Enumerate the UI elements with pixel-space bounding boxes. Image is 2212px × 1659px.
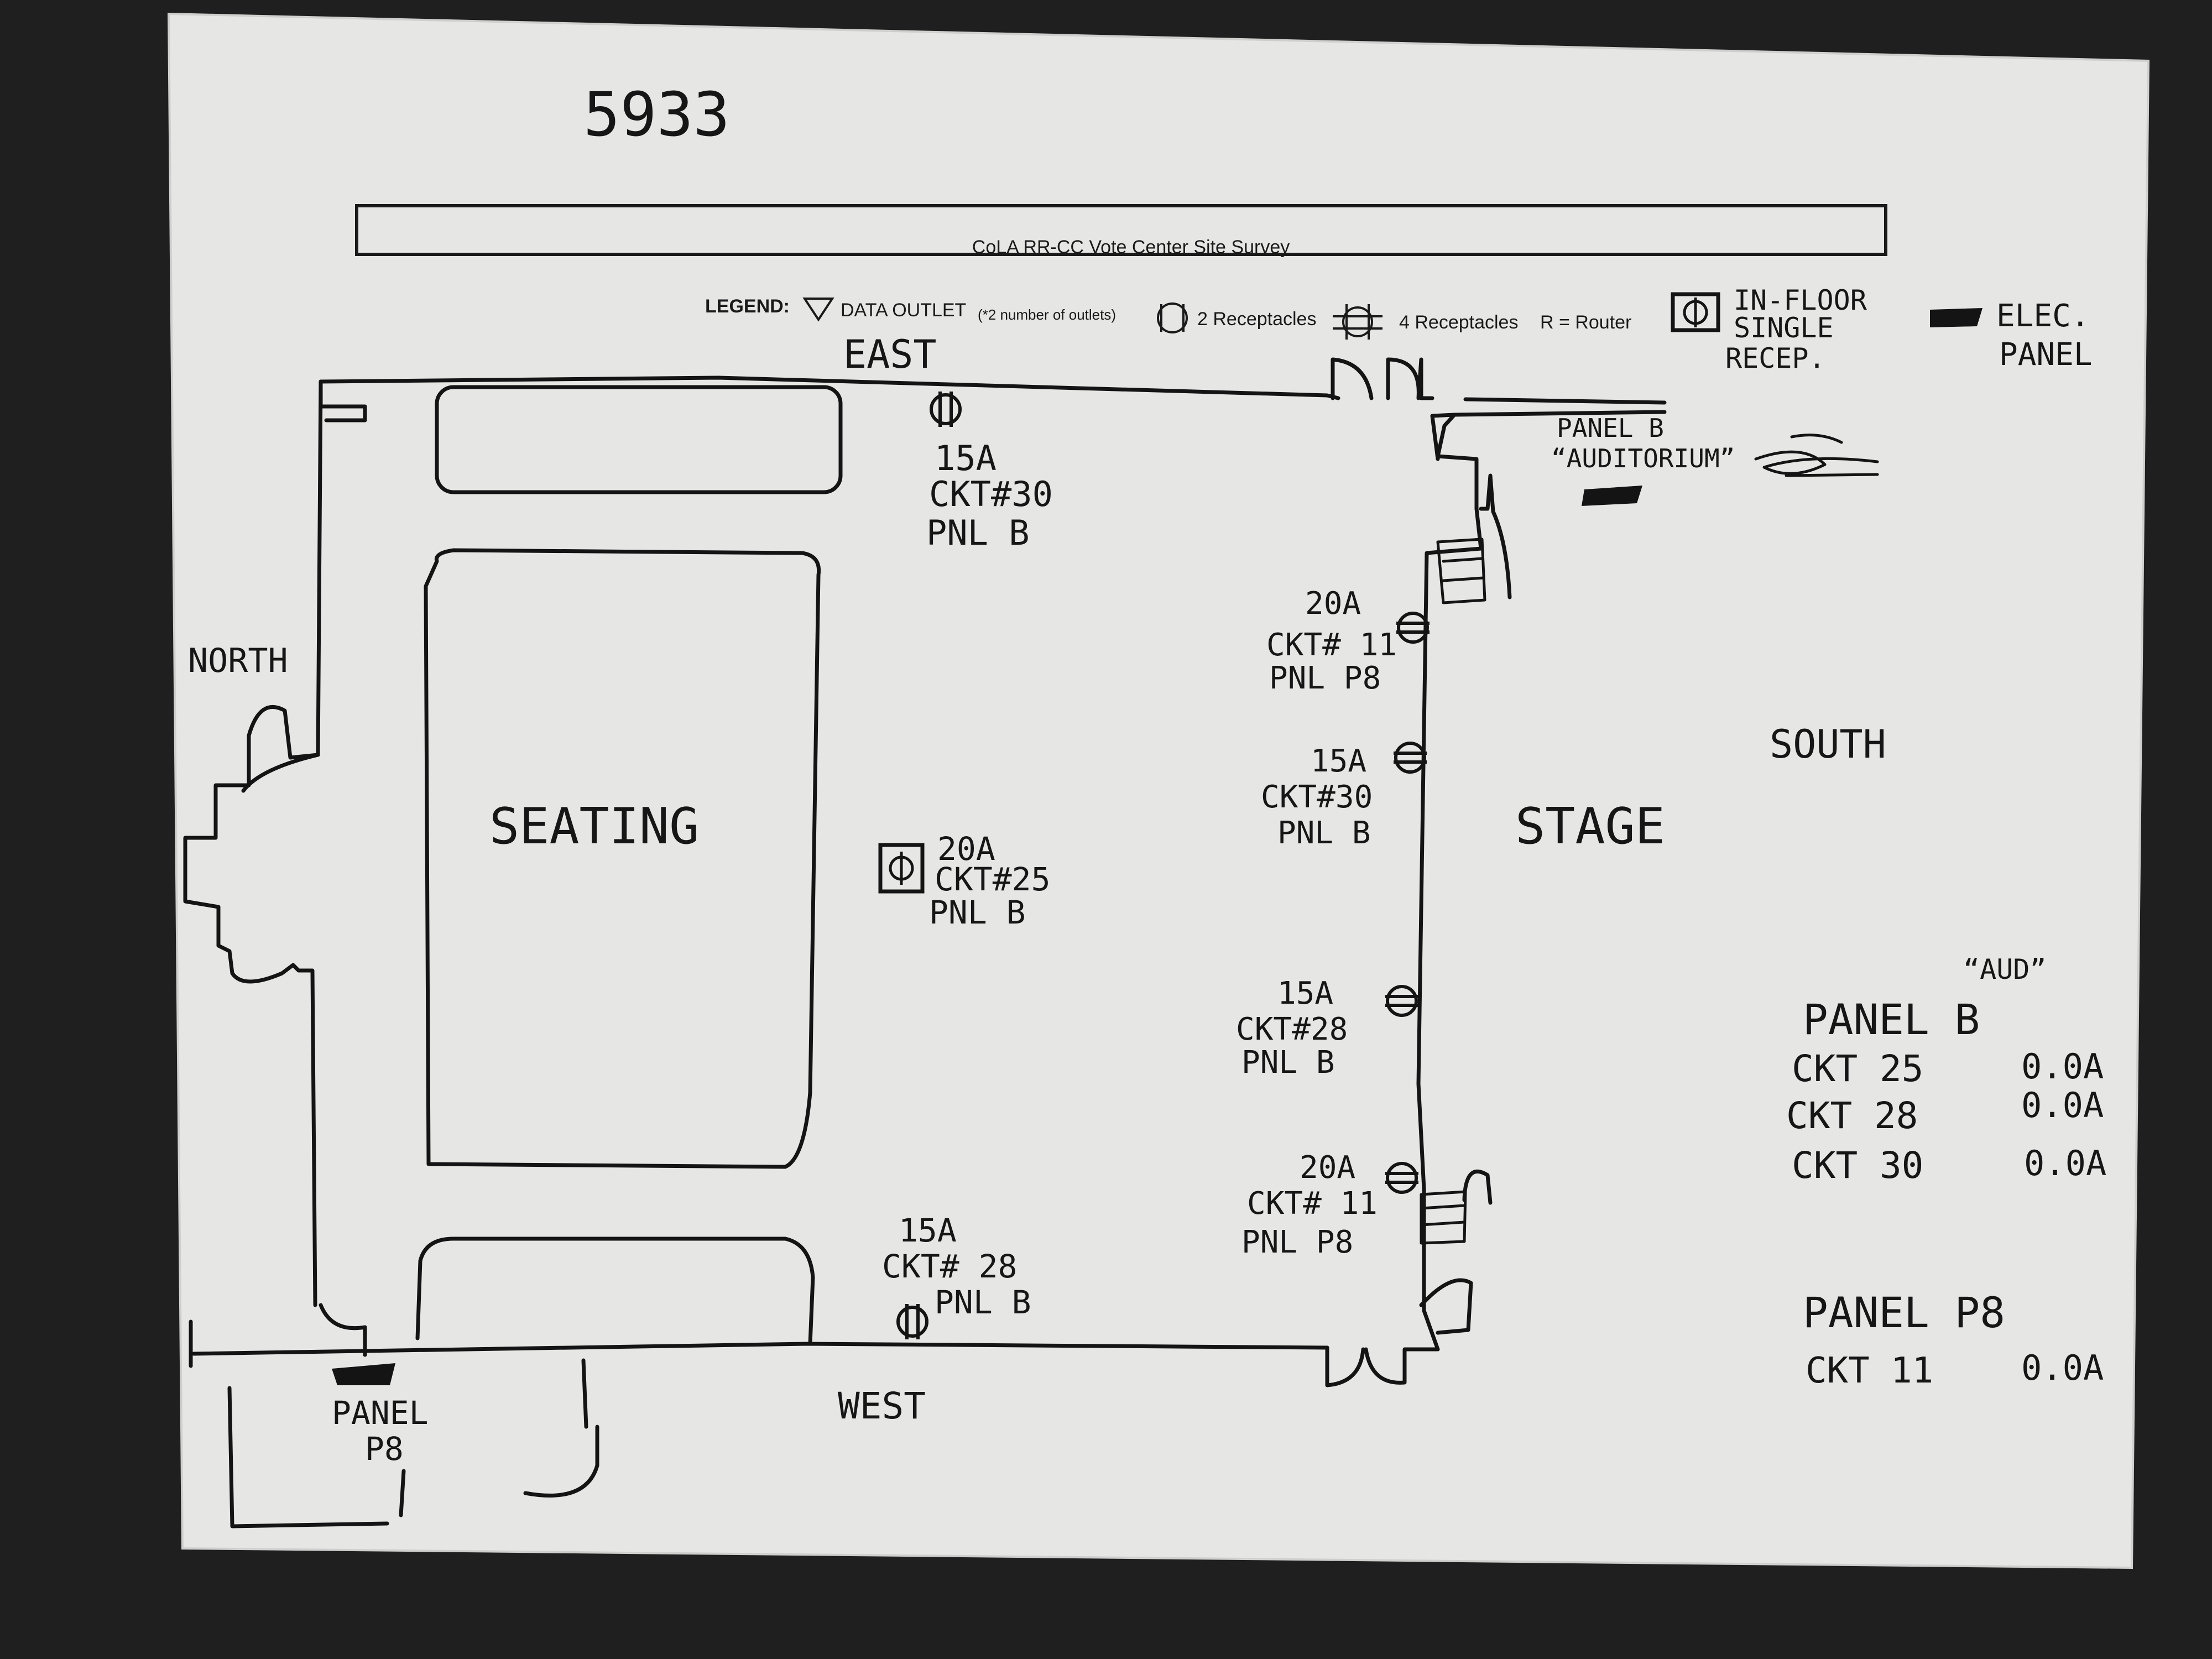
- outlet-west-wall: 15A CKT# 28 PNL B: [882, 1212, 1031, 1321]
- svg-text:0.0A: 0.0A: [2024, 1143, 2106, 1183]
- readings-panel-b: “AUD” PANEL B CKT 25 0.0A CKT 28 0.0A CK…: [1786, 953, 2106, 1187]
- svg-text:PNL B: PNL B: [935, 1284, 1031, 1321]
- four-receptacle-icon: [1396, 612, 1430, 644]
- room-stage: STAGE: [1515, 797, 1665, 855]
- svg-text:CKT# 11: CKT# 11: [1247, 1186, 1378, 1222]
- panel-b-title: PANEL B: [1803, 995, 1980, 1044]
- legend-two-receptacles: 2 Receptacles: [1197, 309, 1316, 330]
- seating-main: [424, 548, 821, 1169]
- svg-text:CKT# 11: CKT# 11: [1266, 627, 1397, 663]
- direction-east: EAST: [843, 332, 937, 377]
- legend-router: R = Router: [1540, 312, 1631, 333]
- two-receptacle-icon: [930, 392, 962, 427]
- panel-b-symbol: [1582, 486, 1642, 506]
- panel-p8-label-2: P8: [365, 1430, 404, 1468]
- two-receptacle-icon: [1157, 302, 1188, 333]
- readings-panel-p8: PANEL P8 CKT 11 0.0A: [1803, 1288, 2104, 1391]
- legend-in-floor-1: IN-FLOOR: [1734, 284, 1867, 316]
- svg-text:PNL B: PNL B: [1241, 1045, 1335, 1081]
- receptacle-symbols: [878, 392, 1430, 1339]
- west-wall: [191, 1342, 1329, 1356]
- svg-text:0.0A: 0.0A: [2021, 1046, 2104, 1087]
- panel-b-label-2: “AUDITORIUM”: [1551, 444, 1735, 473]
- outlet-floor: 20A CKT#25 PNL B: [929, 830, 1051, 931]
- outlet-east-wall: 15A CKT#30 PNL B: [926, 438, 1053, 553]
- four-receptacle-icon: [1394, 742, 1427, 774]
- svg-text:15A: 15A: [1277, 975, 1333, 1011]
- panel-b-alias: “AUD”: [1963, 953, 2047, 985]
- seating-block-bottom: [415, 1237, 815, 1346]
- svg-text:20A: 20A: [1300, 1150, 1355, 1186]
- svg-text:15A: 15A: [899, 1212, 957, 1249]
- west-door: [1325, 1345, 1440, 1387]
- legend-four-receptacles: 4 Receptacles: [1399, 312, 1518, 333]
- svg-text:PNL P8: PNL P8: [1241, 1224, 1353, 1260]
- svg-text:CKT 25: CKT 25: [1792, 1047, 1923, 1090]
- svg-text:PNL B: PNL B: [926, 513, 1030, 553]
- panel-p8-title: PANEL P8: [1803, 1288, 2005, 1337]
- svg-text:0.0A: 0.0A: [2021, 1348, 2104, 1388]
- legend-data-outlet: DATA OUTLET: [841, 300, 966, 321]
- north-wall: [183, 379, 323, 1307]
- in-floor-receptacle-icon: [878, 843, 925, 894]
- svg-text:15A: 15A: [1311, 743, 1366, 779]
- east-door: [1331, 357, 1434, 400]
- svg-text:PNL B: PNL B: [929, 894, 1026, 931]
- panel-b-label-1: PANEL B: [1557, 413, 1664, 443]
- direction-west: WEST: [838, 1385, 926, 1427]
- two-receptacle-icon: [896, 1304, 928, 1339]
- outlet-stage-4: 20A CKT# 11 PNL P8: [1241, 1150, 1378, 1260]
- panel-p8-label-1: PANEL: [332, 1394, 429, 1432]
- in-floor-receptacle-icon: [1671, 292, 1720, 332]
- stage-edge: [1416, 546, 1483, 1352]
- legend-elec-2: PANEL: [1999, 337, 2093, 373]
- svg-text:CKT 11: CKT 11: [1806, 1350, 1933, 1391]
- svg-text:20A: 20A: [937, 830, 995, 868]
- svg-text:CKT#30: CKT#30: [1261, 779, 1373, 815]
- direction-north: NORTH: [188, 641, 288, 680]
- svg-text:CKT#30: CKT#30: [929, 474, 1053, 514]
- data-outlet-triangle-icon: [802, 298, 834, 322]
- svg-text:CKT# 28: CKT# 28: [882, 1248, 1017, 1285]
- svg-text:CKT 28: CKT 28: [1786, 1094, 1918, 1137]
- legend-in-floor-3: RECEP.: [1725, 342, 1825, 374]
- svg-text:0.0A: 0.0A: [2021, 1085, 2104, 1125]
- north-bay-top: [241, 753, 320, 793]
- svg-text:CKT 30: CKT 30: [1792, 1144, 1923, 1187]
- panel-p8-symbol: [332, 1363, 395, 1385]
- stage-stairs-top: [1436, 538, 1486, 604]
- page-number: 5933: [583, 79, 730, 150]
- four-receptacle-icon: [1333, 304, 1383, 340]
- legend-data-outlet-note: (*2 number of outlets): [978, 306, 1116, 323]
- outlet-stage-3: 15A CKT#28 PNL B: [1236, 975, 1348, 1081]
- legend-elec-1: ELEC.: [1996, 298, 2090, 334]
- svg-text:20A: 20A: [1305, 586, 1361, 622]
- svg-text:PNL P8: PNL P8: [1269, 660, 1381, 696]
- seating-block-top: [435, 385, 843, 494]
- elec-panel-icon: [1930, 308, 1983, 327]
- svg-text:15A: 15A: [935, 438, 997, 478]
- legend-in-floor-2: SINGLE: [1734, 312, 1834, 344]
- outlet-stage-2: 15A CKT#30 PNL B: [1261, 743, 1373, 851]
- header-title: CoLA RR-CC Vote Center Site Survey: [972, 237, 1290, 258]
- legend: LEGEND: DATA OUTLET (*2 number of outlet…: [705, 284, 2093, 374]
- direction-south: SOUTH: [1770, 722, 1886, 767]
- room-seating: SEATING: [489, 797, 699, 855]
- four-receptacle-icon: [1385, 985, 1418, 1017]
- svg-text:PNL B: PNL B: [1277, 815, 1371, 851]
- svg-text:CKT#28: CKT#28: [1236, 1011, 1348, 1047]
- four-receptacle-icon: [1385, 1162, 1418, 1194]
- svg-text:CKT#25: CKT#25: [935, 860, 1051, 898]
- legend-label: LEGEND:: [705, 296, 790, 317]
- floor-plan: [183, 357, 1667, 1528]
- scribble-icon: [1754, 434, 1879, 477]
- header-bar: [355, 204, 1887, 256]
- stage-stairs-bottom: [1420, 1190, 1467, 1245]
- outlet-stage-1: 20A CKT# 11 PNL P8: [1266, 586, 1397, 696]
